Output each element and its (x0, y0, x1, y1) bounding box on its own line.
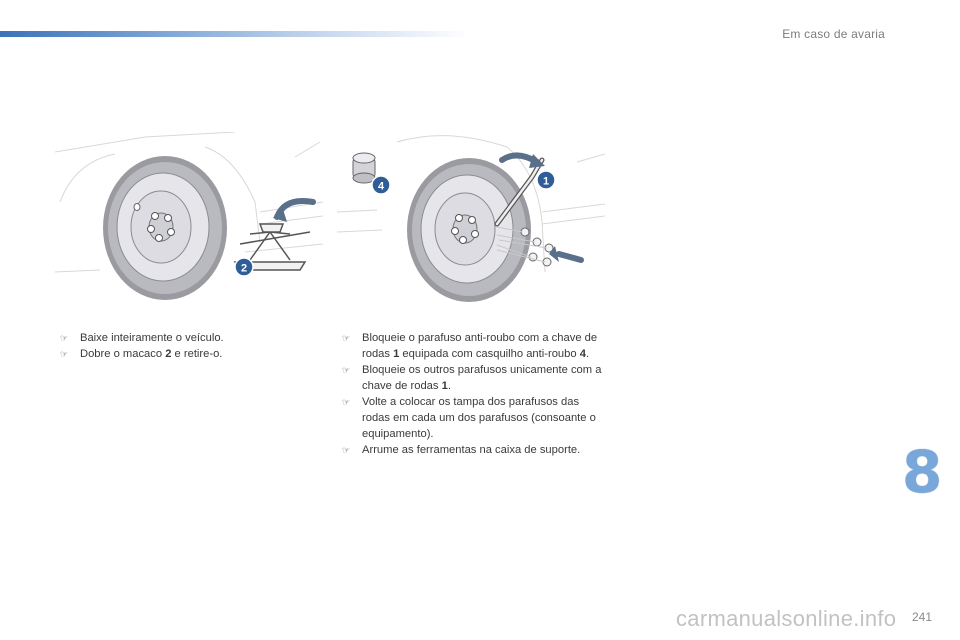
callout-2-marker (234, 257, 254, 277)
hand-pointer-icon: ☞ (60, 349, 69, 359)
hand-pointer-icon: ☞ (60, 333, 69, 343)
hand-pointer-icon: ☞ (342, 365, 351, 375)
section-title: Em caso de avaria (782, 27, 885, 41)
callout-2-label: 2 (241, 263, 247, 275)
list-item: ☞ Volte a colocar os tampa dos parafusos… (342, 396, 596, 440)
header-accent-bar (0, 31, 470, 37)
callout-4-marker (371, 175, 391, 195)
callout-1-marker (536, 170, 556, 190)
list-item: ☞ Dobre o macaco 2 e retire-o. (60, 348, 223, 360)
watermark: carmanualsonline.info (676, 606, 897, 631)
callout-4-label: 4 (378, 181, 385, 193)
instructions-left: ☞ Baixe inteiramente o veículo. ☞ Dobre … (58, 330, 318, 362)
list-item: ☞ Bloqueie os outros parafusos unicament… (342, 364, 602, 392)
list-item: ☞ Bloqueie o parafuso anti-roubo com a c… (342, 332, 598, 360)
list-item: ☞ Arrume as ferramentas na caixa de supo… (342, 444, 581, 456)
callout-1-label: 1 (543, 176, 549, 188)
page-number: 241 (912, 610, 933, 624)
figure-lock-bolts: 4 1 (337, 135, 605, 302)
instructions-right: ☞ Bloqueie o parafuso anti-roubo com a c… (340, 330, 605, 458)
chapter-number: 8 (902, 438, 942, 506)
hand-pointer-icon: ☞ (342, 397, 351, 407)
figure-lower-jack: 2 (55, 132, 323, 300)
hand-pointer-icon: ☞ (342, 333, 351, 343)
list-item: ☞ Baixe inteiramente o veículo. (60, 332, 224, 344)
hand-pointer-icon: ☞ (342, 445, 351, 455)
anti-theft-socket-icon (352, 152, 376, 184)
